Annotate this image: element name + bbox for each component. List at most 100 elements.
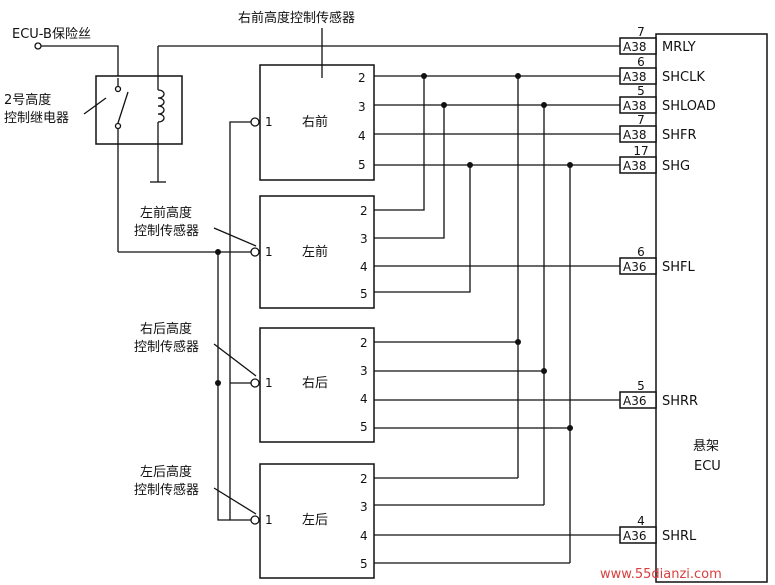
sensor-rf-name: 右前 bbox=[302, 114, 328, 130]
ecu-connector-box bbox=[619, 125, 657, 143]
sensor-rr-pin3: 3 bbox=[360, 364, 368, 378]
sensor-rf: 1 2 3 4 5 右前 bbox=[250, 64, 375, 181]
ecu-connector-box bbox=[619, 526, 657, 544]
sensor-rr: 1 2 3 4 5 右后 bbox=[250, 327, 375, 443]
sensor-lf: 1 2 3 4 5 左前 bbox=[250, 195, 375, 309]
relay-box bbox=[95, 75, 183, 145]
ecu-pin-number: 6 bbox=[637, 245, 645, 259]
relay-label-line2: 控制继电器 bbox=[4, 111, 69, 126]
ecu-connector-box bbox=[619, 67, 657, 85]
sensor-rf-pin5: 5 bbox=[358, 158, 366, 172]
sensor-lf-box bbox=[259, 195, 375, 309]
rr-label-line2: 控制传感器 bbox=[134, 339, 199, 355]
lf-label-line1: 左前高度 bbox=[140, 205, 192, 221]
lf-label-line2: 控制传感器 bbox=[134, 223, 199, 239]
relay-no2 bbox=[95, 46, 183, 252]
junction bbox=[541, 102, 547, 108]
wire-lf-pin5 bbox=[374, 165, 471, 293]
sensor-lr-pin1-terminal bbox=[250, 515, 260, 525]
sensor-lr-name: 左后 bbox=[302, 513, 328, 528]
ecu-signal-name: MRLY bbox=[662, 40, 696, 55]
fuse-wire bbox=[41, 45, 119, 78]
ecu-b-fuse-label: ECU-B保险丝 bbox=[12, 27, 91, 42]
sensor-lr-pin3: 3 bbox=[360, 500, 368, 514]
sensor-lf-pin2: 2 bbox=[360, 204, 368, 218]
sensor-rf-pin2: 2 bbox=[358, 71, 366, 85]
ecu-label-line1: 悬架 bbox=[693, 439, 719, 454]
sensor-rr-pin1-terminal bbox=[250, 378, 260, 388]
rf-sensor-label: 右前高度控制传感器 bbox=[238, 10, 355, 26]
ecu-connector-box bbox=[619, 96, 657, 114]
junction bbox=[541, 368, 547, 374]
rr-leader bbox=[213, 343, 257, 377]
ecu-connector-box bbox=[619, 391, 657, 409]
junction bbox=[515, 73, 521, 79]
ecu-terminal-list: A387MRLYA386SHCLKA385SHLOADA387SHFRA3817… bbox=[619, 25, 716, 544]
ecu-signal-name: SHFL bbox=[662, 260, 696, 275]
sensor-lf-pin1-terminal bbox=[250, 247, 260, 257]
sensor-lr-box bbox=[259, 463, 375, 579]
ecu-pin-number: 5 bbox=[637, 84, 645, 98]
ecu-pin-number: 5 bbox=[637, 379, 645, 393]
ecu-pin-number: 7 bbox=[637, 113, 645, 127]
relay-label-line1: 2号高度 bbox=[4, 92, 51, 108]
sensor-lr-pin2: 2 bbox=[360, 472, 368, 486]
sensor-rf-pin1-terminal bbox=[250, 117, 260, 127]
junction bbox=[515, 339, 521, 345]
ecu-connector-box bbox=[619, 37, 657, 55]
wire-lf-pin2 bbox=[374, 76, 425, 211]
ecu-connector-label: A38 bbox=[623, 70, 646, 84]
junction bbox=[467, 162, 473, 168]
ecu-pin-number: 7 bbox=[637, 25, 645, 39]
sensor-lf-pin1: 1 bbox=[265, 245, 273, 259]
ecu-signal-name: SHG bbox=[662, 159, 690, 174]
sensor-lf-pin3: 3 bbox=[360, 232, 368, 246]
ecu-connector-label: A38 bbox=[623, 99, 646, 113]
relay-coil bbox=[157, 46, 165, 182]
ecu-pin-number: 17 bbox=[633, 144, 648, 158]
sensor-rf-pin1: 1 bbox=[265, 115, 273, 129]
ecu-connector-label: A36 bbox=[623, 394, 646, 408]
relay-contact-bottom bbox=[114, 122, 122, 130]
ecu-signal-name: SHCLK bbox=[662, 70, 705, 85]
ecu-connector-label: A38 bbox=[623, 159, 646, 173]
ecu-connector-label: A36 bbox=[623, 529, 646, 543]
ecu-connector-box bbox=[619, 156, 657, 174]
junction bbox=[567, 425, 573, 431]
sensor-rf-pin3: 3 bbox=[358, 100, 366, 114]
sensor-lr-pin5: 5 bbox=[360, 557, 368, 571]
ecu-signal-name: SHFR bbox=[662, 128, 697, 143]
sensor-rf-pin4: 4 bbox=[358, 129, 366, 143]
relay-leader bbox=[83, 97, 107, 115]
sensor-rr-box bbox=[259, 327, 375, 443]
relay-switch-arm bbox=[117, 91, 129, 124]
junction bbox=[441, 102, 447, 108]
lr-leader bbox=[213, 487, 257, 515]
ecu-pin-number: 6 bbox=[637, 55, 645, 69]
lf-leader bbox=[213, 227, 257, 247]
junction bbox=[567, 162, 573, 168]
sensor-lr: 1 2 3 4 5 左后 bbox=[250, 463, 375, 579]
ecu-signal-name: SHLOAD bbox=[662, 99, 716, 114]
sensor-lf-pin5: 5 bbox=[360, 287, 368, 301]
sensor-rr-pin1: 1 bbox=[265, 376, 273, 390]
junction bbox=[421, 73, 427, 79]
sensor-lr-pin4: 4 bbox=[360, 529, 368, 543]
ecu-connector-label: A36 bbox=[623, 260, 646, 274]
suspension-ecu bbox=[655, 33, 768, 583]
sensor-supply-bus bbox=[229, 121, 252, 521]
sensor-lf-pin4: 4 bbox=[360, 260, 368, 274]
lr-label-line2: 控制传感器 bbox=[134, 482, 199, 498]
sensor-rr-pin5: 5 bbox=[360, 420, 368, 434]
ecu-label-line2: ECU bbox=[694, 459, 721, 474]
sensor-rr-name: 右后 bbox=[302, 376, 328, 391]
ecu-signal-name: SHRL bbox=[662, 529, 697, 544]
relay-contact-top bbox=[114, 85, 122, 93]
watermark: www.55dianzi.com bbox=[600, 567, 722, 582]
ecu-connector-label: A38 bbox=[623, 40, 646, 54]
sensor-rr-pin2: 2 bbox=[360, 336, 368, 350]
ecu-connector-box bbox=[619, 257, 657, 275]
wire-lf-pin3 bbox=[374, 105, 445, 239]
ecu-connector-label: A38 bbox=[623, 128, 646, 142]
